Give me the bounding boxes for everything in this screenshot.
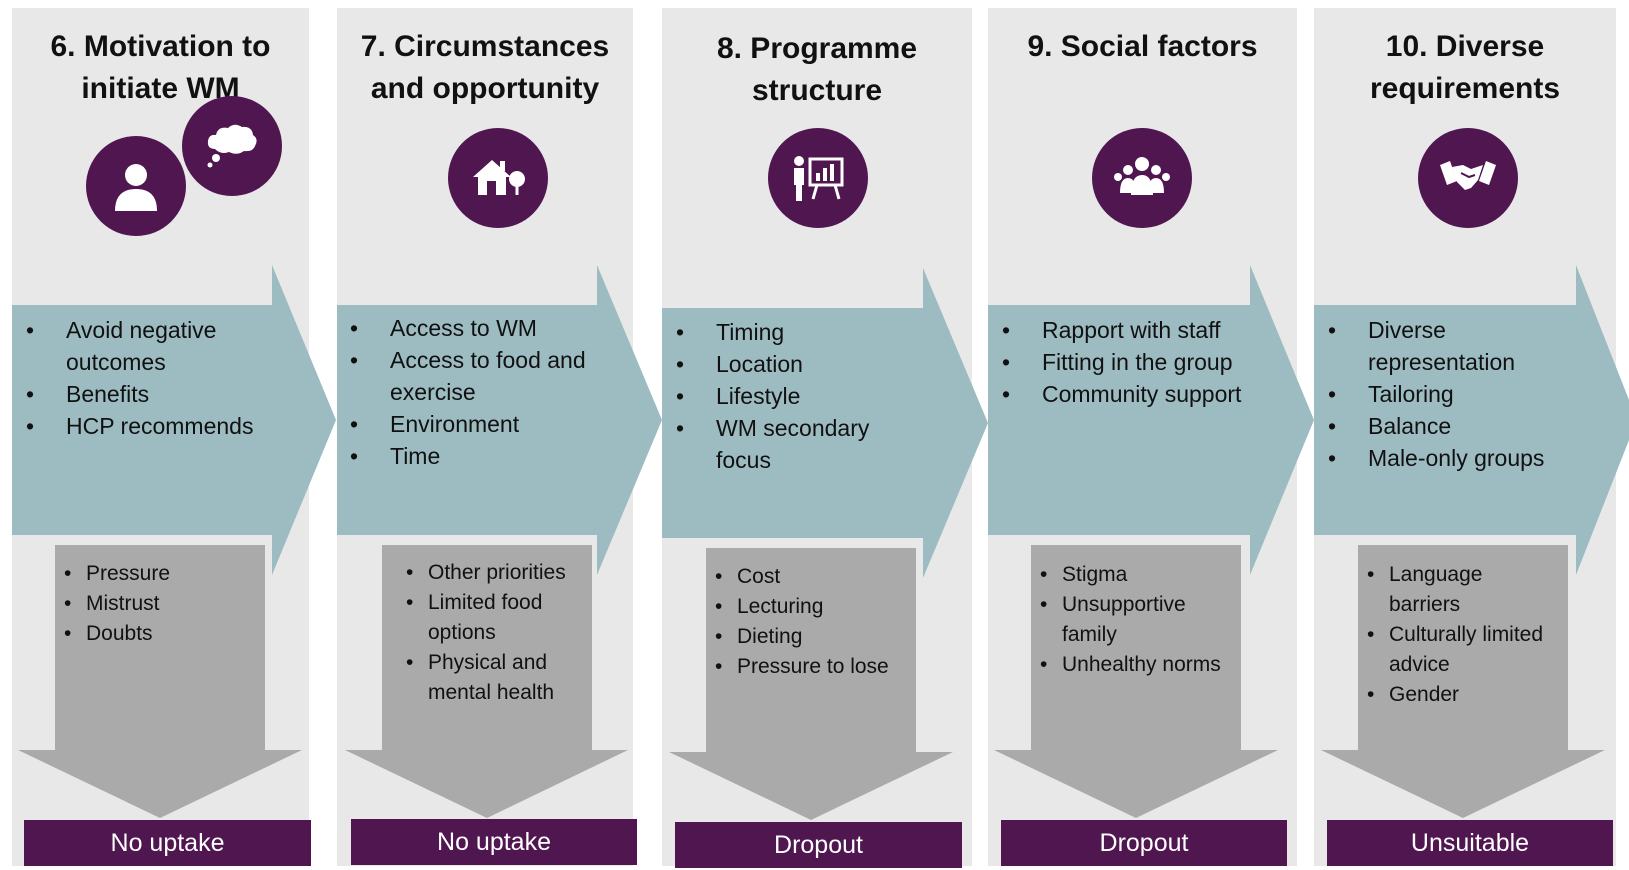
column-7-title: 7. Circumstances and opportunity xyxy=(360,30,610,105)
list-item: Community support xyxy=(1002,378,1267,410)
house-tree-icon xyxy=(448,128,548,228)
group-icon xyxy=(1092,128,1192,228)
list-item: Physical and mental health xyxy=(406,648,588,708)
list-item: Cost xyxy=(715,562,917,592)
list-item: Fitting in the group xyxy=(1002,346,1267,378)
list-item: Dieting xyxy=(715,622,917,652)
list-item: Unhealthy norms xyxy=(1040,650,1232,680)
list-item: Access to food and exercise xyxy=(350,344,625,408)
list-item: Limited food options xyxy=(406,588,588,648)
list-item: HCP recommends xyxy=(26,410,286,442)
facilitator-list-8: Timing Location Lifestyle WM secondary f… xyxy=(676,316,916,476)
outcome-7: No uptake xyxy=(351,819,637,865)
list-item: Gender xyxy=(1367,680,1559,710)
outcome-8: Dropout xyxy=(675,822,962,868)
presenter-chart-icon xyxy=(768,128,868,228)
list-item: Access to WM xyxy=(350,312,625,344)
column-9-title: 9. Social factors xyxy=(1027,30,1258,63)
facilitator-arrow-9 xyxy=(988,265,1314,575)
list-item: Language barriers xyxy=(1367,560,1559,620)
list-item: Lecturing xyxy=(715,592,917,622)
list-item: Time xyxy=(350,440,625,472)
facilitator-list-10: Diverse representation Tailoring Balance… xyxy=(1328,314,1593,474)
barrier-list-8: Cost Lecturing Dieting Pressure to lose xyxy=(715,562,917,682)
list-item: Location xyxy=(676,348,916,380)
person-icon xyxy=(86,136,186,236)
facilitator-list-7: Access to WM Access to food and exercise… xyxy=(350,312,625,472)
list-item: WM secondary focus xyxy=(676,412,916,476)
outcome-9: Dropout xyxy=(1001,820,1287,866)
barrier-list-9: Stigma Unsupportive family Unhealthy nor… xyxy=(1040,560,1232,680)
column-10-title: 10. Diverse requirements xyxy=(1369,30,1561,105)
barrier-list-7: Other priorities Limited food options Ph… xyxy=(406,558,588,708)
list-item: Other priorities xyxy=(406,558,588,588)
list-item: Male-only groups xyxy=(1328,442,1593,474)
list-item: Pressure to lose xyxy=(715,652,917,682)
list-item: Avoid negative outcomes xyxy=(26,314,286,378)
column-6-title: 6. Motivation to initiate WM xyxy=(50,30,271,105)
list-item: Environment xyxy=(350,408,625,440)
facilitator-list-9: Rapport with staff Fitting in the group … xyxy=(1002,314,1267,410)
list-item: Diverse representation xyxy=(1328,314,1593,378)
list-item: Unsupportive family xyxy=(1040,590,1232,650)
list-item: Stigma xyxy=(1040,560,1232,590)
list-item: Tailoring xyxy=(1328,378,1593,410)
thought-bubble-icon xyxy=(182,96,282,196)
list-item: Culturally limited advice xyxy=(1367,620,1559,680)
outcome-6: No uptake xyxy=(24,820,311,866)
list-item: Benefits xyxy=(26,378,286,410)
list-item: Mistrust xyxy=(64,589,256,619)
facilitator-list-6: Avoid negative outcomes Benefits HCP rec… xyxy=(26,314,286,442)
column-8-title: 8. Programme structure xyxy=(716,32,918,107)
list-item: Doubts xyxy=(64,619,256,649)
barrier-list-6: Pressure Mistrust Doubts xyxy=(64,559,256,649)
list-item: Rapport with staff xyxy=(1002,314,1267,346)
handshake-icon xyxy=(1418,128,1518,228)
outcome-10: Unsuitable xyxy=(1327,820,1613,866)
list-item: Balance xyxy=(1328,410,1593,442)
barrier-list-10: Language barriers Culturally limited adv… xyxy=(1367,560,1559,710)
list-item: Timing xyxy=(676,316,916,348)
list-item: Lifestyle xyxy=(676,380,916,412)
list-item: Pressure xyxy=(64,559,256,589)
